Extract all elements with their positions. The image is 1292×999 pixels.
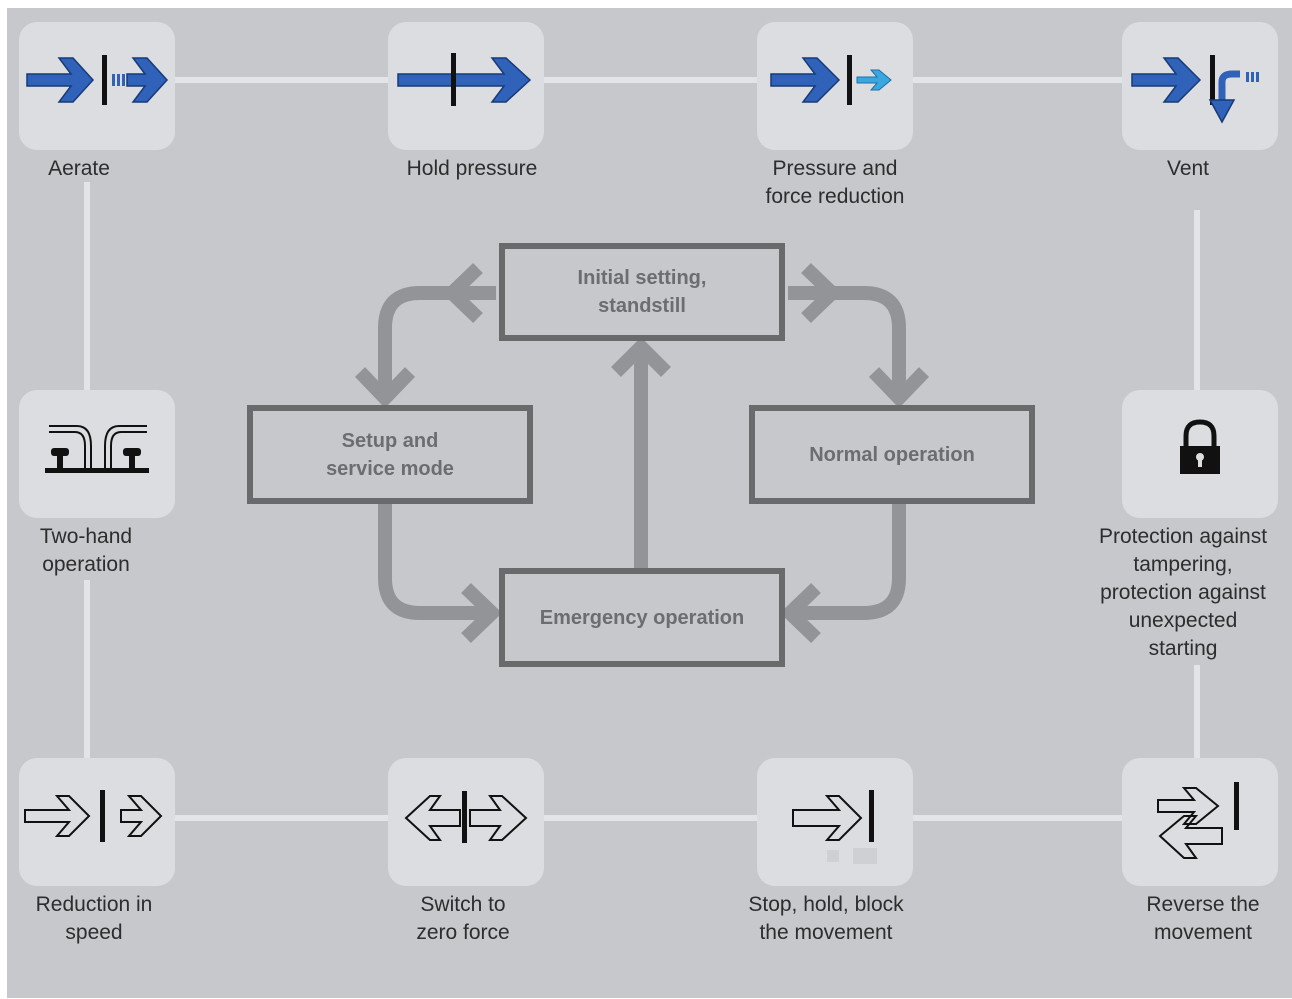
reverse-icon: [1157, 782, 1239, 859]
zero-force-icon: [404, 791, 528, 843]
label-line: operation: [42, 553, 130, 576]
label-aerate: Aerate: [19, 155, 139, 183]
label-line: tampering,: [1133, 553, 1233, 576]
label-two-hand-operation: Two-hand operation: [19, 523, 153, 579]
label-line: Pressure and: [772, 157, 898, 180]
label-line: starting: [1148, 637, 1218, 660]
label-pressure-force-reduction: Pressure and force reduction: [740, 155, 930, 211]
label-line: movement: [1153, 921, 1253, 944]
mode-label-line: standstill: [598, 295, 686, 317]
stop-icon: [792, 790, 877, 864]
label-protection-tampering: Protection against tampering, protection…: [1082, 523, 1284, 663]
tile-vent: [1122, 22, 1278, 150]
tile-reduction-speed: [19, 758, 175, 886]
mode-label-line: Setup and: [341, 429, 439, 452]
tile-reverse-movement: [1122, 758, 1278, 886]
label-stop-hold-block: Stop, hold, block the movement: [740, 891, 912, 947]
mode-label-line: service mode: [326, 457, 454, 480]
label-line: Switch to: [420, 893, 506, 916]
tile-two-hand-operation: [19, 390, 175, 518]
label-line: Protection against: [1098, 525, 1268, 548]
flow-arrowhead-emergency-right: [779, 582, 821, 644]
label-reverse-movement: Reverse the movement: [1128, 891, 1278, 947]
speed-reduction-icon: [24, 790, 163, 842]
label-line: speed: [65, 921, 123, 944]
mode-box-initial-setting: Initial setting, standstill: [499, 243, 785, 341]
label-line: Reverse the: [1146, 893, 1260, 916]
pressure-reduction-icon: [770, 55, 892, 105]
diagram-canvas: [7, 8, 1292, 998]
tile-stop-hold-block: [757, 758, 913, 886]
padlock-icon: [1180, 419, 1220, 474]
label-line: Hold pressure: [406, 157, 538, 180]
flow-arrowhead-emergency-left: [461, 582, 503, 644]
label-line: the movement: [759, 921, 893, 944]
label-line: Two-hand: [39, 525, 133, 548]
label-reduction-speed: Reduction in speed: [19, 891, 169, 947]
label-line: Aerate: [48, 157, 110, 180]
hold-pressure-icon: [397, 53, 532, 106]
tile-hold-pressure: [388, 22, 544, 150]
flow-arrowhead-initial-left: [441, 262, 483, 324]
tile-protection-tampering: [1122, 390, 1278, 518]
flow-arrowhead-initial-right: [801, 262, 843, 324]
tile-zero-force: [388, 758, 544, 886]
label-line: zero force: [416, 921, 510, 944]
flow-arrowhead-setup-down: [354, 367, 416, 409]
frame-connectors: [84, 77, 1200, 821]
mode-box-emergency-operation: Emergency operation: [499, 568, 785, 667]
flow-arrowhead-initial-up: [611, 337, 671, 377]
aerate-icon: [26, 55, 169, 105]
label-hold-pressure: Hold pressure: [388, 155, 556, 183]
mode-flow-arrows: [354, 262, 930, 644]
mode-box-setup-service: Setup and service mode: [247, 405, 533, 504]
flow-normal-to-emergency: [788, 503, 906, 620]
label-line: unexpected: [1128, 609, 1238, 632]
mode-label-line: Initial setting,: [577, 267, 707, 289]
label-line: force reduction: [765, 185, 905, 208]
label-vent: Vent: [1128, 155, 1248, 183]
tile-pressure-force-reduction: [757, 22, 913, 150]
flow-arrowhead-normal-down: [868, 367, 930, 409]
flow-initial-to-normal: [788, 286, 906, 395]
vent-icon: [1131, 55, 1259, 124]
mode-label-line: Normal operation: [809, 443, 975, 466]
label-line: Vent: [1166, 157, 1210, 180]
flow-setup-to-emergency: [378, 503, 493, 620]
tile-aerate: [19, 22, 175, 150]
label-line: Reduction in: [35, 893, 153, 916]
mode-box-normal-operation: Normal operation: [749, 405, 1035, 504]
label-line: protection against: [1100, 581, 1266, 604]
two-hand-control-icon: [45, 425, 149, 473]
label-line: Stop, hold, block: [748, 893, 904, 916]
label-zero-force: Switch to zero force: [388, 891, 538, 947]
mode-label-line: Emergency operation: [539, 606, 745, 629]
flow-initial-to-setup: [378, 286, 496, 395]
